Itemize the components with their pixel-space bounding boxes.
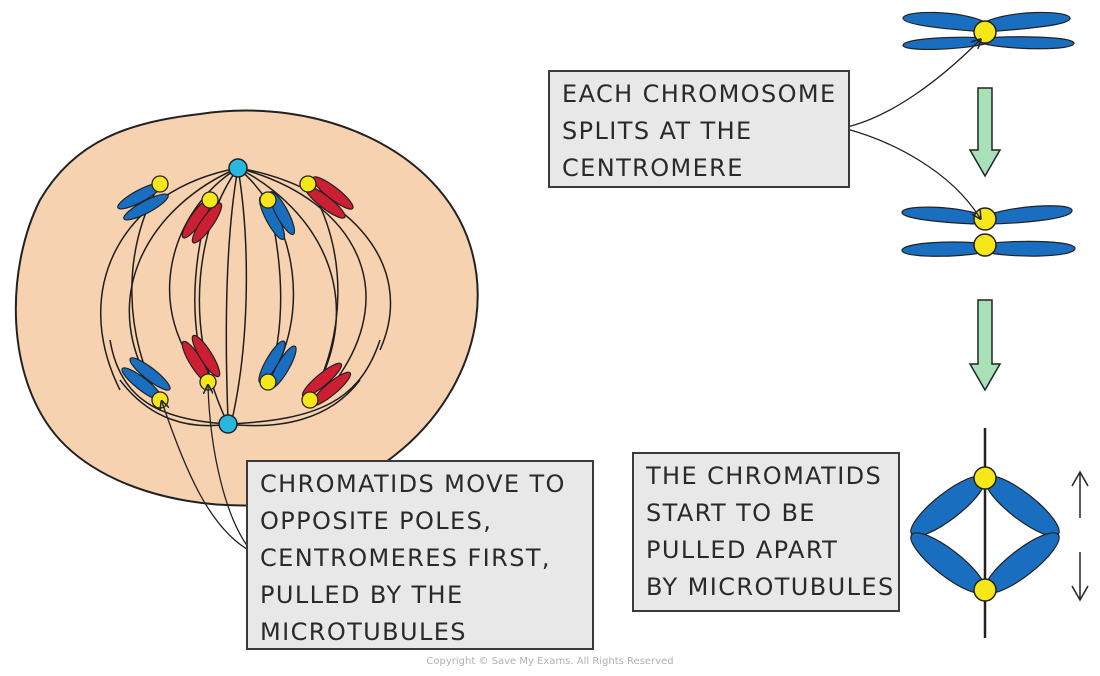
copyright-notice: Copyright © Save My Exams. All Rights Re… <box>426 656 674 667</box>
thin-arrow-icon <box>1071 470 1089 518</box>
label-line: CENTROMERE <box>562 154 744 182</box>
chromatid-upper-3 <box>258 191 296 240</box>
chromatid-lower-3 <box>258 340 297 391</box>
label-chromatids-pulled-apart: THE CHROMATIDS START TO BE PULLED APART … <box>632 452 900 612</box>
centromere-step-1 <box>973 20 997 44</box>
chromatid-upper-1 <box>117 175 169 221</box>
label-line: CENTROMERES FIRST, <box>260 544 551 572</box>
label-line: CHROMATIDS MOVE TO <box>260 470 566 498</box>
label-line: START TO BE <box>646 499 816 527</box>
centriole-bottom <box>218 414 238 434</box>
chromatid-upper-2 <box>181 191 223 244</box>
green-down-arrow-icon <box>968 299 1002 392</box>
chromatid-lower-4 <box>301 362 352 409</box>
green-down-arrow-icon <box>968 87 1002 178</box>
centriole-top <box>228 158 248 178</box>
label-chromatids-move: CHROMATIDS MOVE TO OPPOSITE POLES, CENTR… <box>246 460 594 650</box>
chromosome-step-3 <box>910 428 1060 638</box>
chromatid-lower-1 <box>121 357 171 409</box>
label-chromosome-splits: EACH CHROMOSOME SPLITS AT THE CENTROMERE <box>548 70 850 188</box>
chromatid-upper-4 <box>299 175 354 219</box>
label-line: PULLED BY THE <box>260 581 464 609</box>
label-line: THE CHROMATIDS <box>646 462 883 490</box>
label-line: PULLED APART <box>646 536 839 564</box>
centromere-step-3-bottom <box>973 578 997 602</box>
leader-lines <box>162 40 980 553</box>
centromere-step-2-top <box>973 207 997 231</box>
centromere-step-3-top <box>973 466 997 490</box>
chromosome-step-1 <box>902 11 1075 50</box>
label-line: OPPOSITE POLES, <box>260 507 493 535</box>
centromere-step-2-bottom <box>973 233 997 257</box>
label-line: MICROTUBULES <box>260 618 467 646</box>
thin-arrow-icon <box>1071 552 1089 602</box>
chromosome-step-2 <box>901 205 1076 257</box>
label-line: BY MICROTUBULES <box>646 573 895 601</box>
label-line: EACH CHROMOSOME <box>562 80 837 108</box>
label-line: SPLITS AT THE <box>562 117 753 145</box>
